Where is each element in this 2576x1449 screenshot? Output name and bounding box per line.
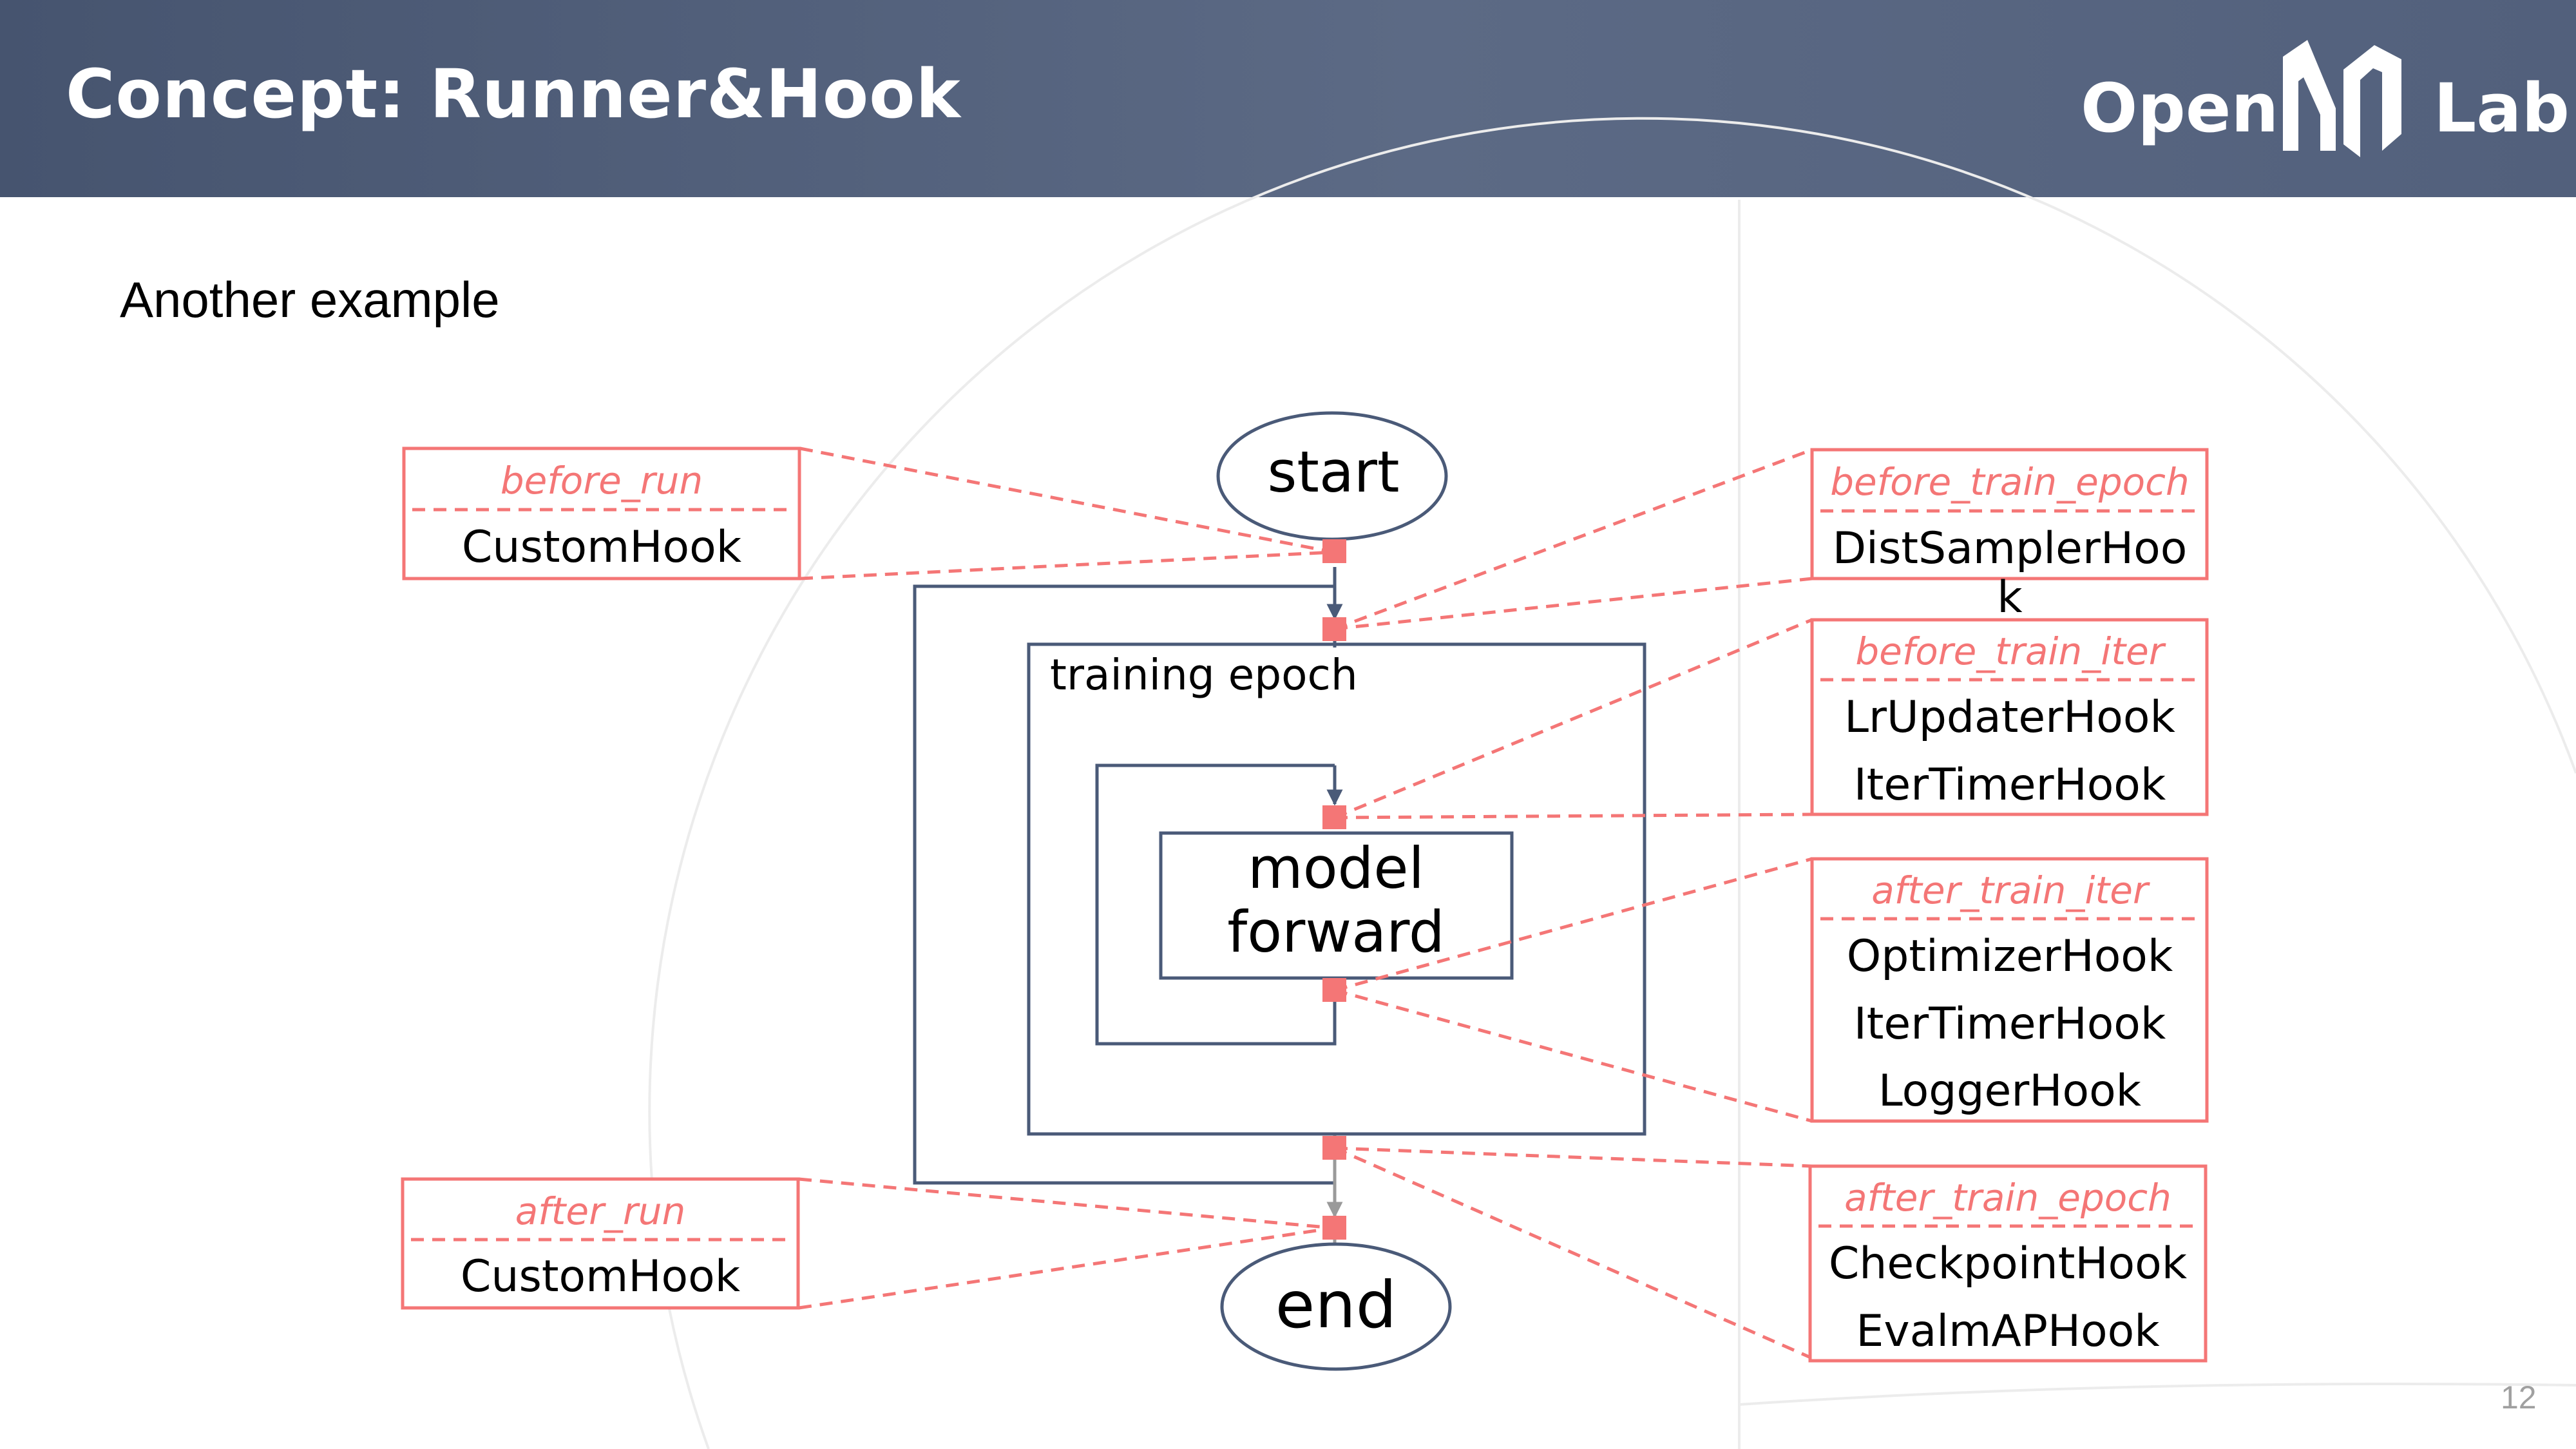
hook-connectors bbox=[798, 446, 1813, 1360]
logo-mm-icon bbox=[2283, 40, 2401, 157]
page-number: 12 bbox=[2501, 1379, 2537, 1415]
hook-point-after-run bbox=[1322, 1216, 1346, 1240]
hook-name: CustomHook bbox=[462, 522, 742, 573]
epoch-loop-line bbox=[913, 584, 1335, 1185]
connector-after-run-bottom bbox=[798, 1226, 1334, 1310]
slide-title: Concept: Runner&Hook bbox=[66, 55, 961, 133]
hook-box-after-train-iter: after_train_iter OptimizerHook IterTimer… bbox=[1810, 857, 2209, 1123]
hook-box-before-train-iter: before_train_iter LrUpdaterHook IterTime… bbox=[1810, 618, 2209, 816]
hook-event-label: after_train_iter bbox=[1871, 868, 2150, 912]
end-label: end bbox=[1275, 1267, 1397, 1343]
hook-event-label: before_train_iter bbox=[1855, 629, 2166, 673]
hook-box-before-train-epoch: before_train_epoch DistSamplerHoo k bbox=[1810, 448, 2209, 623]
hook-point-after-train-iter bbox=[1322, 978, 1346, 1002]
hook-name: LrUpdaterHook bbox=[1844, 692, 2175, 743]
hook-name: LoggerHook bbox=[1878, 1066, 2142, 1117]
hook-event-label: after_train_epoch bbox=[1844, 1176, 2171, 1220]
hook-box-before-run: before_run CustomHook bbox=[402, 446, 801, 581]
hook-name: EvalmAPHook bbox=[1856, 1306, 2160, 1357]
end-node bbox=[1220, 1242, 1452, 1371]
hook-point-before-run bbox=[1322, 539, 1346, 563]
hook-name-overflow: k bbox=[1997, 572, 2023, 623]
model-forward-label-line1: model bbox=[1248, 835, 1424, 901]
hook-name: DistSamplerHoo bbox=[1833, 523, 2188, 574]
hook-point-before-train-iter bbox=[1322, 805, 1346, 829]
training-epoch-label: training epoch bbox=[1050, 650, 1358, 700]
connector-after-epoch-bottom bbox=[1333, 1146, 1813, 1360]
connector-before-iter-bottom bbox=[1334, 812, 1813, 820]
model-forward-label-line2: forward bbox=[1227, 899, 1444, 965]
hook-point-after-train-epoch bbox=[1322, 1136, 1346, 1160]
hook-event-label: before_train_epoch bbox=[1830, 460, 2190, 504]
hook-points bbox=[1322, 539, 1346, 1240]
connector-before-run-top bbox=[799, 446, 1334, 554]
connector-before-epoch-bottom bbox=[1334, 577, 1813, 631]
hook-event-label: before_run bbox=[501, 459, 703, 503]
iter-loop-line bbox=[1095, 763, 1337, 1046]
training-epoch-box bbox=[1027, 642, 1646, 1136]
hook-name: OptimizerHook bbox=[1847, 931, 2173, 982]
connector-after-epoch-top bbox=[1334, 1146, 1813, 1168]
connector-after-iter-top bbox=[1334, 857, 1813, 992]
logo-lab-text: Lab bbox=[2434, 69, 2570, 148]
hook-name: CheckpointHook bbox=[1829, 1238, 2188, 1289]
hook-name: IterTimerHook bbox=[1854, 760, 2166, 811]
hook-box-after-train-epoch: after_train_epoch CheckpointHook EvalmAP… bbox=[1808, 1164, 2208, 1363]
hook-name: IterTimerHook bbox=[1854, 999, 2166, 1050]
hook-name: CustomHook bbox=[461, 1251, 741, 1302]
hook-point-before-train-epoch bbox=[1322, 617, 1346, 641]
hook-box-after-run: after_run CustomHook bbox=[401, 1177, 800, 1310]
logo-open-text: Open bbox=[2081, 69, 2279, 148]
subtitle: Another example bbox=[120, 271, 500, 328]
connector-before-iter-top bbox=[1334, 618, 1813, 820]
hook-event-label: after_run bbox=[515, 1189, 686, 1233]
connector-after-iter-bottom bbox=[1334, 988, 1813, 1123]
openmmlab-logo: Open Lab bbox=[2081, 31, 2570, 166]
connector-after-run-top bbox=[798, 1177, 1334, 1230]
connector-before-run-bottom bbox=[799, 550, 1334, 581]
model-forward-box bbox=[1159, 831, 1514, 980]
slide-header: Concept: Runner&Hook Open Lab bbox=[0, 0, 2576, 197]
background-arcs bbox=[648, 117, 2576, 1449]
start-label: start bbox=[1268, 439, 1400, 505]
